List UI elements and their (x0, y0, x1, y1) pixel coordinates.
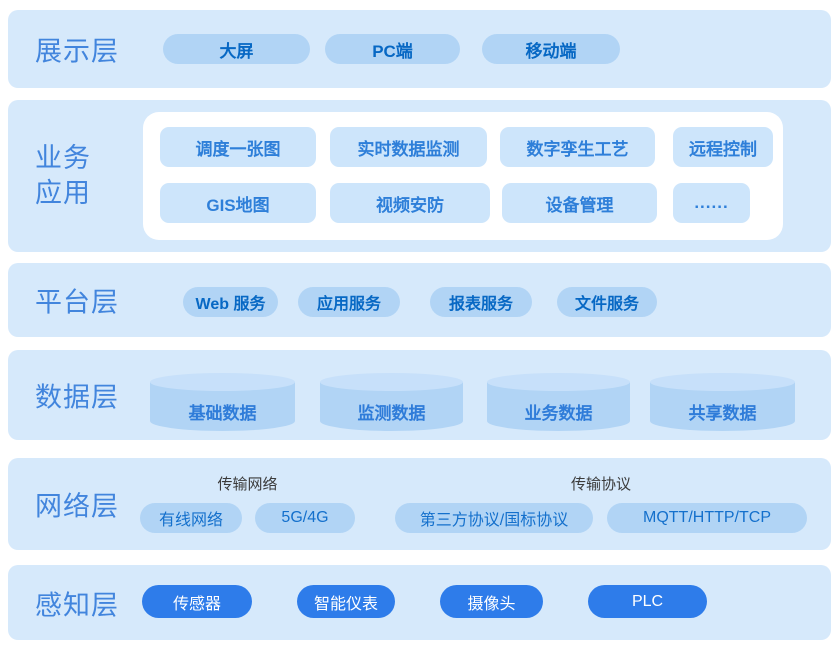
button-digital-twin-process: 数字孪生工艺 (500, 127, 655, 167)
layer-label-display: 展示层 (35, 36, 119, 67)
button-dispatch-map: 调度一张图 (160, 127, 316, 167)
cylinder-monitoring-data-label: 监测数据 (357, 404, 426, 423)
button-device-management: 设备管理 (502, 183, 657, 223)
layer-display: 展示层 大屏 PC端 移动端 (8, 10, 831, 88)
layer-label-perception: 感知层 (35, 590, 119, 620)
layer-label-business: 业务 应用 (35, 141, 91, 211)
cylinder-business-data-label: 业务数据 (524, 404, 593, 423)
pill-camera: 摄像头 (440, 585, 543, 618)
group-label-transport-protocol: 传输协议 (570, 476, 631, 493)
layer-platform: 平台层 Web 服务 应用服务 报表服务 文件服务 (8, 263, 831, 337)
pill-plc: PLC (588, 585, 707, 618)
layer-business: 业务 应用 调度一张图 实时数据监测 数字孪生工艺 远程控制 GIS地图 视频安… (8, 100, 831, 252)
layer-label-platform: 平台层 (35, 287, 119, 318)
cylinder-top-ellipse (150, 373, 295, 391)
pill-mobile: 移动端 (482, 34, 620, 64)
pill-file-service: 文件服务 (557, 287, 657, 317)
cylinder-top-ellipse (650, 373, 795, 391)
pill-sensor: 传感器 (142, 585, 252, 618)
pill-app-service: 应用服务 (298, 287, 400, 317)
pill-report-service: 报表服务 (430, 287, 532, 317)
button-video-security: 视频安防 (330, 183, 490, 223)
layer-label-business-line1: 业务 (35, 143, 91, 173)
button-remote-control: 远程控制 (673, 127, 773, 167)
pill-third-party-protocol: 第三方协议/国标协议 (395, 503, 593, 533)
layer-label-business-line2: 应用 (35, 178, 91, 208)
pill-wired-network: 有线网络 (140, 503, 242, 533)
pill-web-service: Web 服务 (183, 287, 278, 317)
layer-label-data: 数据层 (35, 382, 119, 413)
cylinder-basic-data-label: 基础数据 (188, 404, 257, 423)
cylinder-shared-data-label: 共享数据 (688, 404, 757, 423)
layer-data: 数据层 基础数据 监测数据 业务数据 共享数据 (8, 350, 831, 440)
pill-mqtt-http-tcp: MQTT/HTTP/TCP (607, 503, 807, 533)
layer-label-network: 网络层 (35, 491, 119, 522)
pill-big-screen: 大屏 (163, 34, 310, 64)
layer-perception: 感知层 传感器 智能仪表 摄像头 PLC (8, 565, 831, 640)
pill-smart-meter: 智能仪表 (297, 585, 395, 618)
cylinder-business-data: 业务数据 (487, 373, 630, 431)
cylinder-top-ellipse (320, 373, 463, 391)
cylinder-monitoring-data: 监测数据 (320, 373, 463, 431)
button-more-ellipsis: ...... (673, 183, 750, 223)
cylinder-basic-data: 基础数据 (150, 373, 295, 431)
cylinder-shared-data: 共享数据 (650, 373, 795, 431)
pill-pc: PC端 (325, 34, 460, 64)
cylinder-top-ellipse (487, 373, 630, 391)
button-realtime-data-monitoring: 实时数据监测 (330, 127, 487, 167)
button-gis-map: GIS地图 (160, 183, 316, 223)
pill-5g-4g: 5G/4G (255, 503, 355, 533)
group-label-transport-network: 传输网络 (217, 476, 278, 493)
layer-network: 网络层 传输网络 有线网络 5G/4G 传输协议 第三方协议/国标协议 MQTT… (8, 458, 831, 550)
